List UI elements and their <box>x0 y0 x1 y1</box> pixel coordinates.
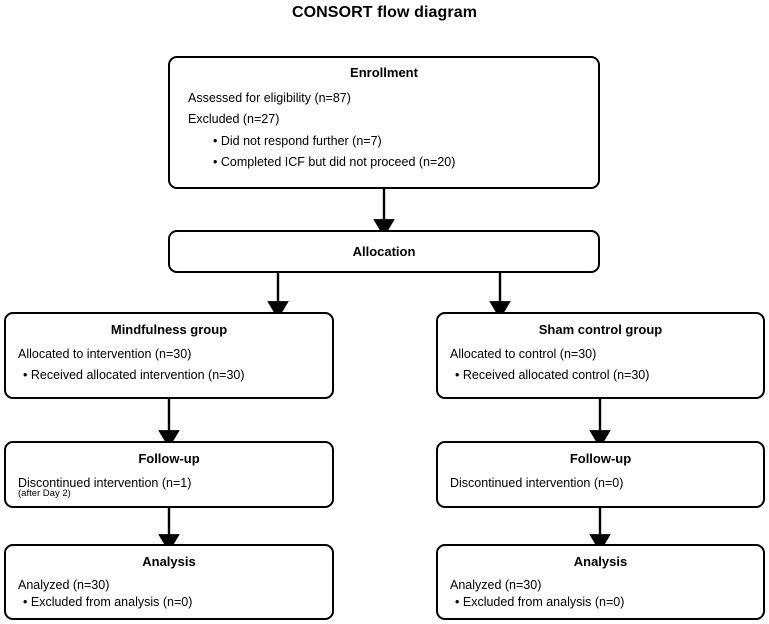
node-enrollment-bullet-no-response: • Did not respond further (n=7) <box>213 133 382 148</box>
node-followup-right: Follow-up Discontinued intervention (n=0… <box>436 441 765 508</box>
node-enrollment-bullet-icf: • Completed ICF but did not proceed (n=2… <box>213 155 456 170</box>
node-analysis-left-excluded: • Excluded from analysis (n=0) <box>23 595 193 610</box>
node-analysis-left-excluded-text: Excluded from analysis (n=0) <box>30 595 193 610</box>
node-mindfulness-allocated: Allocated to intervention (n=30) <box>18 346 192 361</box>
page-title: CONSORT flow diagram <box>291 4 478 21</box>
node-mindfulness-group: Mindfulness group Allocated to intervent… <box>4 312 334 399</box>
node-followup-left-note: (after Day 2) <box>18 488 71 500</box>
node-mindfulness-title: Mindfulness group <box>110 322 228 337</box>
node-analysis-left-analyzed: Analyzed (n=30) <box>18 577 110 592</box>
node-analysis-right-analyzed: Analyzed (n=30) <box>450 577 542 592</box>
node-allocation: Allocation <box>168 230 600 273</box>
node-enrollment: Enrollment Assessed for eligibility (n=8… <box>168 56 600 189</box>
node-sham-received-text: Received allocated control (n=30) <box>462 368 650 383</box>
node-sham-control-group: Sham control group Allocated to control … <box>436 312 765 399</box>
node-followup-left-discontinued: Discontinued intervention (n=1) <box>18 475 192 490</box>
node-sham-allocated: Allocated to control (n=30) <box>450 346 597 361</box>
node-enrollment-bullet-icf-text: Completed ICF but did not proceed (n=20) <box>220 155 456 170</box>
node-followup-right-title: Follow-up <box>569 451 632 466</box>
node-enrollment-line-assessed: Assessed for eligibility (n=87) <box>188 90 351 105</box>
node-followup-left-title: Follow-up <box>138 451 200 466</box>
node-followup-right-discontinued: Discontinued intervention (n=0) <box>450 475 624 490</box>
node-analysis-left-title: Analysis <box>142 554 196 569</box>
node-analysis-right: Analysis Analyzed (n=30) • Excluded from… <box>436 544 765 620</box>
node-mindfulness-received-text: Received allocated intervention (n=30) <box>30 368 245 383</box>
node-sham-title: Sham control group <box>538 322 663 337</box>
node-analysis-right-excluded-text: Excluded from analysis (n=0) <box>462 595 625 610</box>
node-analysis-right-title: Analysis <box>573 554 628 569</box>
node-allocation-title: Allocation <box>352 243 416 259</box>
node-sham-received: • Received allocated control (n=30) <box>455 368 650 383</box>
node-analysis-left: Analysis Analyzed (n=30) • Excluded from… <box>4 544 334 620</box>
node-analysis-right-excluded: • Excluded from analysis (n=0) <box>455 595 625 610</box>
node-enrollment-line-excluded: Excluded (n=27) <box>188 112 280 127</box>
node-followup-left: Follow-up Discontinued intervention (n=1… <box>4 441 334 508</box>
node-enrollment-title: Enrollment <box>350 65 418 80</box>
node-enrollment-bullet-no-response-text: Did not respond further (n=7) <box>220 133 382 148</box>
node-mindfulness-received: • Received allocated intervention (n=30) <box>23 368 245 383</box>
